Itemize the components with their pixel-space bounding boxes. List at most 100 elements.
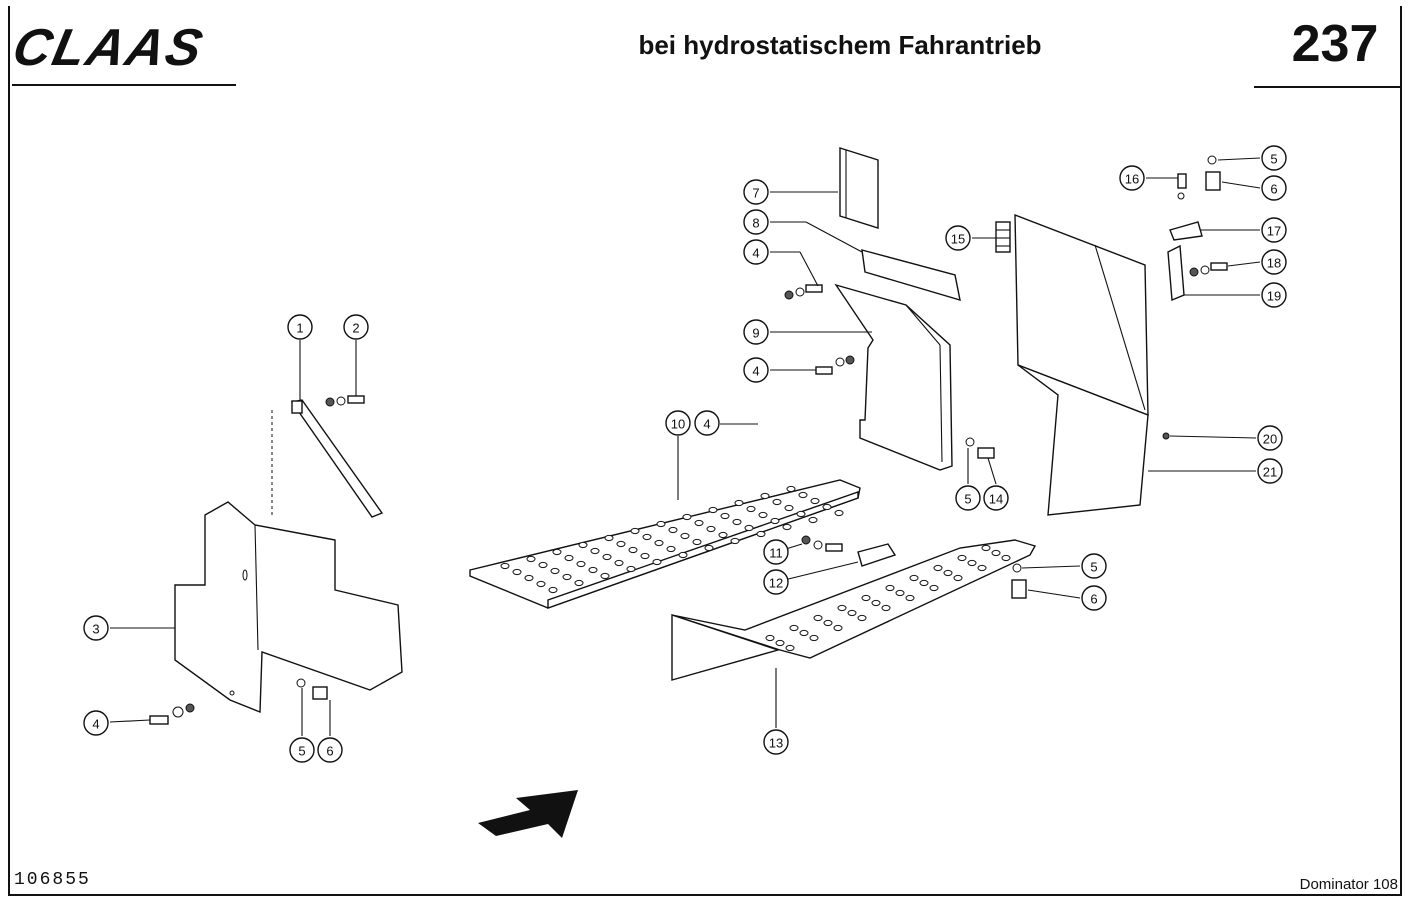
callout-11: 11 [763, 539, 789, 565]
perforation-hole [808, 516, 818, 524]
callout-label: 19 [1267, 289, 1281, 304]
perforation-hole [668, 526, 678, 534]
drawing-number: 106855 [14, 870, 91, 890]
perforation-hole [630, 527, 640, 535]
perforation-hole [550, 567, 560, 575]
direction-arrow [478, 790, 578, 838]
perforation-hole [813, 614, 823, 622]
callout-label: 11 [769, 546, 783, 561]
perforation-hole [786, 485, 796, 493]
perforation-hole [981, 544, 991, 552]
perforation-hole [536, 580, 546, 588]
perforation-hole [682, 513, 692, 521]
callout-label: 15 [951, 232, 965, 247]
perforation-hole [746, 505, 756, 513]
step-plate-perforations [500, 485, 844, 594]
model-name: Dominator 108 [1299, 876, 1398, 893]
callout-15: 15 [945, 225, 971, 251]
perforation-hole [857, 614, 867, 622]
callout-21: 21 [1257, 458, 1283, 484]
perforation-hole [500, 562, 510, 570]
side-panel-part-3 [174, 501, 403, 714]
callout-5: 5 [1261, 145, 1287, 171]
perforation-hole [943, 569, 953, 577]
perforation-hole [656, 520, 666, 528]
perforation-hole [652, 558, 662, 566]
perforation-hole [666, 545, 676, 553]
perforation-hole [654, 539, 664, 547]
perforation-hole [822, 503, 832, 511]
callout-12: 12 [763, 569, 789, 595]
perforation-hole [642, 533, 652, 541]
callout-label: 1 [296, 321, 303, 336]
perforation-hole [730, 537, 740, 545]
bracket-part-7 [839, 147, 879, 229]
callout-4: 4 [694, 410, 720, 436]
callout-20: 20 [1257, 425, 1283, 451]
callout-9: 9 [743, 319, 769, 345]
mounting-frame-part-9 [834, 283, 953, 471]
perforation-hole [732, 518, 742, 526]
callout-label: 5 [298, 744, 305, 759]
callout-13: 13 [763, 729, 789, 755]
callout-16: 16 [1119, 165, 1145, 191]
perforation-hole [782, 523, 792, 531]
perforation-hole [977, 564, 987, 572]
perforation-hole [823, 619, 833, 627]
callout-7: 7 [743, 179, 769, 205]
callout-label: 16 [1125, 172, 1139, 187]
callout-4: 4 [83, 710, 109, 736]
callout-label: 21 [1263, 465, 1277, 480]
callout-5: 5 [955, 485, 981, 511]
perforation-hole [678, 551, 688, 559]
perforation-hole [578, 541, 588, 549]
perforation-hole [967, 559, 977, 567]
callout-label: 20 [1263, 432, 1277, 447]
perforation-hole [538, 561, 548, 569]
perforation-hole [718, 531, 728, 539]
perforation-hole [798, 491, 808, 499]
perforation-hole [526, 555, 536, 563]
perforation-hole [564, 554, 574, 562]
callout-5: 5 [289, 737, 315, 763]
callout-label: 5 [1270, 152, 1277, 167]
perforation-hole [562, 573, 572, 581]
perforation-hole [881, 604, 891, 612]
callout-6: 6 [1261, 175, 1287, 201]
perforation-hole [933, 564, 943, 572]
callout-3: 3 [83, 615, 109, 641]
perforation-hole [789, 624, 799, 632]
perforation-hole [604, 534, 614, 542]
perforation-hole [704, 544, 714, 552]
perforation-hole [760, 492, 770, 500]
perforation-hole [758, 511, 768, 519]
perforation-hole [895, 589, 905, 597]
perforation-hole [775, 639, 785, 647]
callout-label: 12 [769, 576, 783, 591]
perforation-hole [784, 504, 794, 512]
perforation-hole [957, 554, 967, 562]
callout-8: 8 [743, 209, 769, 235]
callout-5: 5 [1081, 553, 1107, 579]
callout-label: 4 [752, 364, 759, 379]
hinge-hardware-upper-right [1011, 155, 1228, 599]
callout-label: 7 [752, 186, 759, 201]
callout-label: 13 [769, 736, 783, 751]
callout-17: 17 [1261, 217, 1287, 243]
perforation-hole [692, 538, 702, 546]
callout-10: 10 [665, 410, 691, 436]
page-frame [8, 6, 1402, 896]
perforation-hole [524, 574, 534, 582]
perforation-hole [720, 512, 730, 520]
callout-label: 2 [352, 321, 359, 336]
perforation-hole [694, 519, 704, 527]
perforation-hole [772, 498, 782, 506]
callout-label: 8 [752, 216, 759, 231]
perforation-hole [734, 499, 744, 507]
perforation-hole [590, 547, 600, 555]
hardware-set-4 [784, 284, 995, 459]
callout-label: 6 [1270, 182, 1277, 197]
perforation-hole [919, 579, 929, 587]
perforation-hole [796, 510, 806, 518]
